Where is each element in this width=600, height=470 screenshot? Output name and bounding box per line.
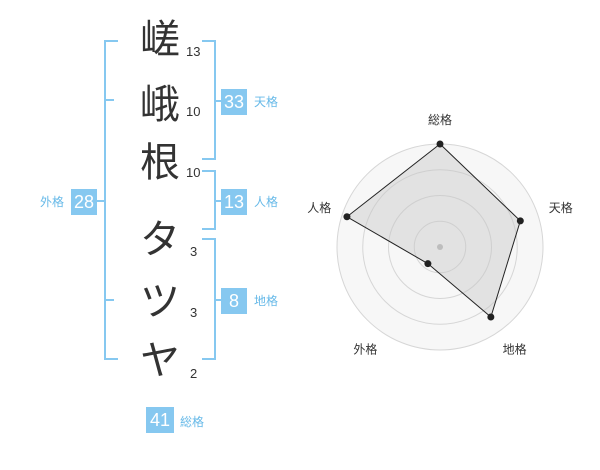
chikaku-value-badge: 8	[221, 288, 247, 314]
tenkaku-value-badge: 33	[221, 89, 247, 115]
jinkaku-value-badge: 13	[221, 189, 247, 215]
radar-axis-label-4: 外格	[353, 342, 377, 357]
stroke-count-6: 2	[190, 366, 198, 381]
radar-ring-2	[388, 195, 492, 299]
radar-ring-3	[362, 169, 518, 325]
name-char-3: 根	[140, 140, 180, 186]
stroke-count-4: 3	[190, 244, 198, 259]
chikaku-bracket-connector	[214, 299, 222, 301]
gaikaku-bracket-tick-top	[104, 99, 114, 101]
stroke-count-2: 10	[186, 104, 201, 119]
radar-axis-label-2: 天格	[549, 200, 573, 215]
gaikaku-label: 外格	[40, 195, 65, 209]
name-char-2: 峨	[140, 82, 180, 128]
radar-point-1	[436, 140, 444, 148]
radar-axis-label-1: 総格	[428, 112, 452, 127]
radar-axis-label-5: 人格	[307, 200, 331, 215]
jinkaku-label: 人格	[254, 195, 279, 209]
radar-point-4	[424, 260, 432, 268]
name-char-4: タ	[140, 217, 180, 263]
soukaku-label: 総格	[180, 415, 205, 429]
name-char-6: ヤ	[140, 338, 180, 384]
radar-axis-label-3: 地格	[503, 342, 527, 357]
jinkaku-bracket-connector	[214, 200, 222, 202]
chikaku-label: 地格	[254, 294, 279, 308]
radar-point-2	[516, 217, 524, 225]
stroke-count-1: 13	[186, 44, 201, 59]
name-char-5: ツ	[140, 279, 180, 325]
radar-data-polygon	[346, 143, 521, 318]
tenkaku-label: 天格	[254, 95, 279, 109]
gaikaku-value-badge: 28	[71, 189, 97, 215]
radar-ring-1	[413, 220, 467, 274]
radar-center-dot	[437, 244, 443, 250]
gaikaku-bracket-connector	[97, 200, 106, 202]
stroke-count-5: 3	[190, 305, 198, 320]
gaikaku-bracket-tick-bottom	[104, 299, 114, 301]
tenkaku-bracket-connector	[214, 100, 222, 102]
radar-point-5	[343, 213, 351, 221]
soukaku-value-badge: 41	[146, 407, 174, 433]
radar-point-3	[487, 313, 495, 321]
name-char-1: 嵯	[140, 17, 180, 63]
stroke-count-3: 10	[186, 165, 201, 180]
